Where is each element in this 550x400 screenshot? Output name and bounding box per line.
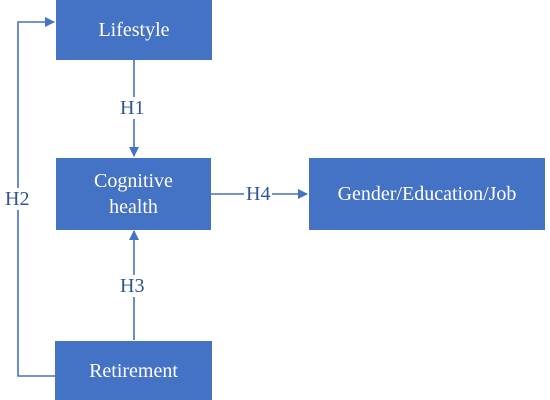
gender-education-job-label: Gender/Education/Job (337, 183, 517, 205)
edge-label-h4: H4 (244, 183, 273, 205)
edge-label-h3: H3 (118, 275, 147, 297)
lifestyle-label: Lifestyle (98, 19, 170, 41)
retirement-label: Retirement (89, 359, 178, 382)
lifestyle-box: Lifestyle (56, 0, 212, 60)
cognitive-health-label-line1: Cognitive (94, 170, 173, 192)
edge-label-h2: H2 (3, 188, 32, 210)
edge-label-h1: H1 (118, 97, 147, 119)
cognitive-health-box: Cognitive health (56, 158, 211, 230)
gender-education-job-box: Gender/Education/Job (309, 158, 545, 230)
cognitive-health-label-line2: health (109, 196, 158, 218)
retirement-box: Retirement (55, 341, 212, 400)
